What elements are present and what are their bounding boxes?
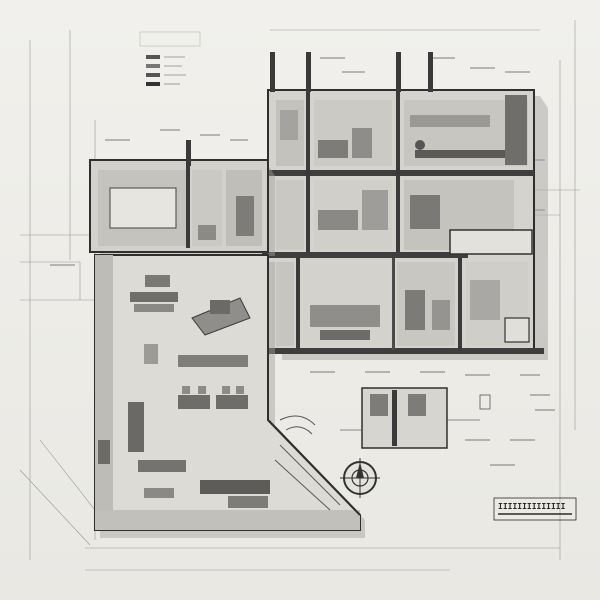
north-arrow-icon bbox=[340, 458, 380, 498]
detail-elevation bbox=[340, 387, 491, 449]
upper-building-block bbox=[267, 52, 548, 360]
title-block-text: IIIIIIIIIIIIII bbox=[498, 502, 566, 511]
title-block: IIIIIIIIIIIIII bbox=[493, 497, 577, 521]
main-floor-plan bbox=[94, 254, 365, 538]
upper-left-wing bbox=[89, 140, 275, 280]
legend-block bbox=[139, 31, 201, 86]
